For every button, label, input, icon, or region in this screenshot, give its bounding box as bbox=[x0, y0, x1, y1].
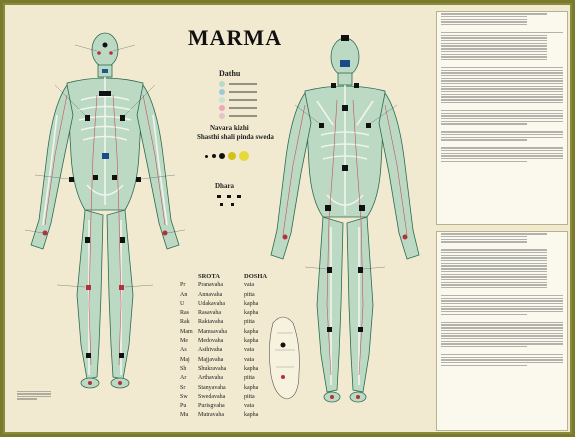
label-leader-lines bbox=[24, 44, 398, 288]
srota-dosha-cell: kapha bbox=[244, 365, 259, 372]
front-vessels bbox=[44, 94, 166, 366]
dathu-legend-row bbox=[219, 81, 257, 87]
srota-dosha-cell: vata bbox=[244, 347, 254, 354]
srota-abbr-cell: Ras bbox=[180, 310, 189, 317]
dathu-legend-row bbox=[219, 97, 257, 103]
srota-dosha-cell: kapha bbox=[244, 310, 259, 317]
srota-table-row: Mam Mamsavaha kapha bbox=[180, 328, 290, 337]
srota-dosha-cell: kapha bbox=[244, 412, 259, 419]
marma-poster: MARMA Dathu Navara kizhi Shasthi shali p… bbox=[3, 3, 572, 434]
srota-srota-cell: Asthivaha bbox=[198, 347, 223, 354]
srota-srota-cell: Stanyavaha bbox=[198, 384, 226, 391]
srota-table-row: Sw Swedavaha pitta bbox=[180, 393, 290, 402]
marma-points bbox=[42, 35, 408, 399]
srota-abbr-cell: Pu bbox=[180, 403, 187, 410]
srota-table-row: As Asthivaha vata bbox=[180, 346, 290, 355]
srota-srota-cell: Purisgvaha bbox=[198, 403, 225, 410]
text-panel-bottom bbox=[436, 231, 568, 431]
srota-srota-cell: Majjavaha bbox=[198, 356, 224, 363]
srota-srota-cell: Shukravaha bbox=[198, 365, 227, 372]
srota-abbr-cell: Sh bbox=[180, 365, 187, 372]
srota-dosha-cell: kapha bbox=[244, 384, 259, 391]
srota-dosha-cell: pitta bbox=[244, 375, 255, 382]
srota-dosha-cell: pitta bbox=[244, 319, 255, 326]
srota-table-row: Maj Majjavaha vata bbox=[180, 356, 290, 365]
srota-srota-cell: Mutravaha bbox=[198, 412, 224, 419]
srota-dosha-cell: kapha bbox=[244, 300, 259, 307]
srota-dosha-cell: kapha bbox=[244, 328, 259, 335]
srota-abbr-cell: Pr bbox=[180, 282, 186, 289]
anatomy-figures bbox=[24, 32, 420, 403]
srota-srota-cell: Pranavaha bbox=[198, 282, 223, 289]
poster-title: MARMA bbox=[187, 25, 283, 50]
srota-srota-cell: Raktavaha bbox=[198, 319, 224, 326]
srota-table-row: U Udakavaha kapha bbox=[180, 300, 290, 309]
srota-srota-cell: Mamsavaha bbox=[198, 328, 227, 335]
srota-table-row: Sh Shukravaha kapha bbox=[180, 365, 290, 374]
srota-abbr-cell: U bbox=[180, 300, 185, 307]
srota-dosha-cell: kapha bbox=[244, 338, 259, 345]
srota-table-row: Ras Rasavaha kapha bbox=[180, 309, 290, 318]
foot-sole-figure bbox=[269, 316, 300, 400]
srota-srota-cell: Medovaha bbox=[198, 338, 224, 345]
text-panel-top bbox=[436, 11, 568, 225]
publisher-note bbox=[17, 390, 51, 401]
shasthi-shali-title: Shasthi shali pinda sweda bbox=[197, 133, 274, 141]
dathu-legend-row bbox=[219, 105, 257, 111]
srota-abbr-cell: Sw bbox=[180, 393, 188, 400]
srota-srota-cell: Udakavaha bbox=[198, 300, 225, 307]
srota-abbr-cell: Me bbox=[180, 338, 188, 345]
dhara-title: Dhara bbox=[215, 182, 235, 190]
srota-table-row: Mu Mutravaha kapha bbox=[180, 411, 290, 420]
srota-abbr-cell: Rak bbox=[180, 319, 190, 326]
srota-table-row: Sr Stanyavaha kapha bbox=[180, 384, 290, 393]
srota-abbr-cell: Maj bbox=[180, 356, 190, 363]
srota-dosha-cell: vata bbox=[244, 403, 254, 410]
srota-srota-cell: Rasavaha bbox=[198, 310, 221, 317]
dathu-legend-row bbox=[219, 89, 257, 95]
dathu-legend-title: Dathu bbox=[219, 69, 241, 78]
srota-abbr-cell: An bbox=[180, 291, 188, 298]
srota-srota-cell: Arthavaha bbox=[198, 375, 223, 382]
srota-table-row: Pr Pranavaha vata bbox=[180, 281, 290, 290]
dathu-legend-row bbox=[219, 113, 257, 119]
srota-table-row: An Annavaha pitta bbox=[180, 291, 290, 300]
srota-dosha-cell: pitta bbox=[244, 291, 255, 298]
srota-abbr-cell: Mu bbox=[180, 412, 189, 419]
srota-table-row: Pu Purisgvaha vata bbox=[180, 402, 290, 411]
srota-srota-cell: Swedavaha bbox=[198, 393, 226, 400]
srota-abbr-cell: Sr bbox=[180, 384, 186, 391]
srota-table-row: Ar Arthavaha pitta bbox=[180, 374, 290, 383]
srota-table-row: Rak Raktavaha pitta bbox=[180, 318, 290, 327]
srota-dosha-cell: vata bbox=[244, 282, 254, 289]
navara-kizhi-title: Navara kizhi bbox=[210, 124, 249, 132]
srota-srota-cell: Annavaha bbox=[198, 291, 223, 298]
srota-abbr-cell: As bbox=[180, 347, 187, 354]
srota-dosha-cell: pitta bbox=[244, 393, 255, 400]
srota-table-row: Me Medovaha kapha bbox=[180, 337, 290, 346]
srota-abbr-cell: Mam bbox=[180, 328, 193, 335]
srota-dosha-cell: vata bbox=[244, 356, 254, 363]
srota-abbr-cell: Ar bbox=[180, 375, 187, 382]
